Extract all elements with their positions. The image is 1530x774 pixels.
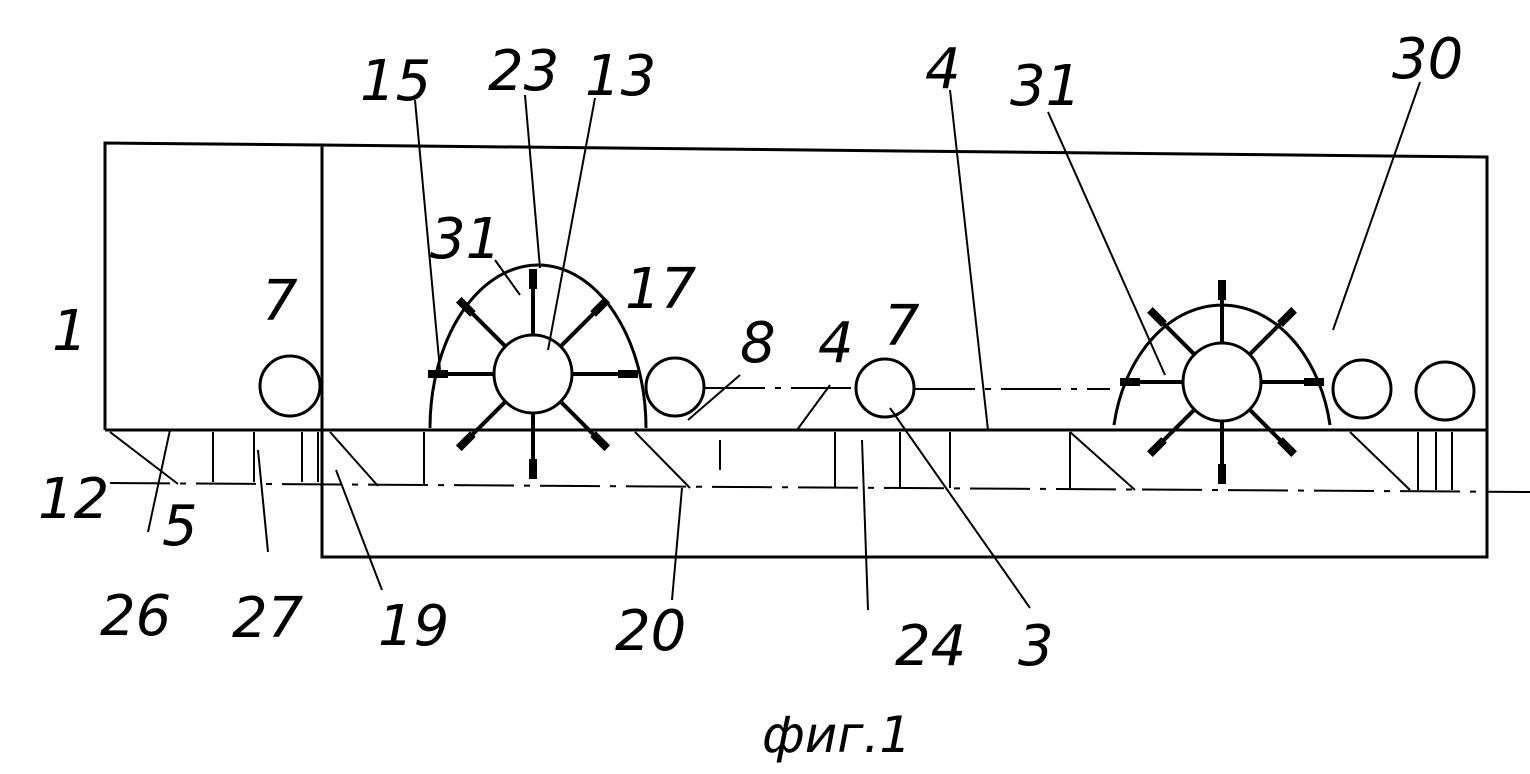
leader-lines [148, 82, 1420, 610]
label-4-upper: 4 [925, 37, 961, 102]
label-20: 20 [615, 599, 686, 664]
drum-left [428, 265, 646, 479]
roller-right-1 [1333, 360, 1391, 418]
blade-tip [590, 431, 610, 451]
label-31-left: 31 [430, 207, 501, 272]
blade-tip [590, 297, 610, 317]
blade-tip [1304, 378, 1324, 386]
figure-caption: фиг.1 [762, 706, 911, 764]
blade-tip [428, 370, 448, 378]
label-15: 15 [360, 49, 431, 114]
label-26: 26 [100, 584, 171, 649]
blade-tip [529, 269, 537, 289]
roller-mid-1 [646, 358, 704, 416]
roller-right-2 [1416, 362, 1474, 420]
label-7-left: 7 [262, 269, 298, 334]
label-4-lower: 4 [818, 311, 854, 376]
blade-tip [456, 431, 476, 451]
blade-tip [1120, 378, 1140, 386]
blade-tip [1147, 307, 1167, 327]
label-23: 23 [488, 39, 559, 104]
drum-right [1114, 280, 1330, 484]
blade-tip [618, 370, 638, 378]
label-1: 1 [52, 299, 88, 364]
blade-tip [1277, 437, 1297, 457]
label-31-right: 31 [1010, 54, 1081, 119]
label-7-mid: 7 [884, 294, 920, 359]
label-17: 17 [625, 257, 697, 322]
blade-tip [1147, 437, 1167, 457]
blade-tip [1218, 280, 1226, 300]
label-5: 5 [162, 494, 198, 559]
roller-mid-2 [856, 359, 914, 417]
blade-tip [1277, 307, 1297, 327]
label-8: 8 [740, 311, 776, 376]
rollers [260, 356, 1474, 420]
roller-left [260, 356, 320, 416]
label-3: 3 [1018, 614, 1054, 679]
blade-tip [529, 459, 537, 479]
label-12: 12 [38, 467, 109, 532]
label-27: 27 [232, 586, 304, 651]
label-30: 30 [1392, 27, 1463, 92]
label-19: 19 [378, 594, 449, 659]
label-24: 24 [895, 614, 966, 679]
left-housing [105, 143, 1487, 430]
blade-tip [1218, 464, 1226, 484]
label-13: 13 [585, 44, 656, 109]
